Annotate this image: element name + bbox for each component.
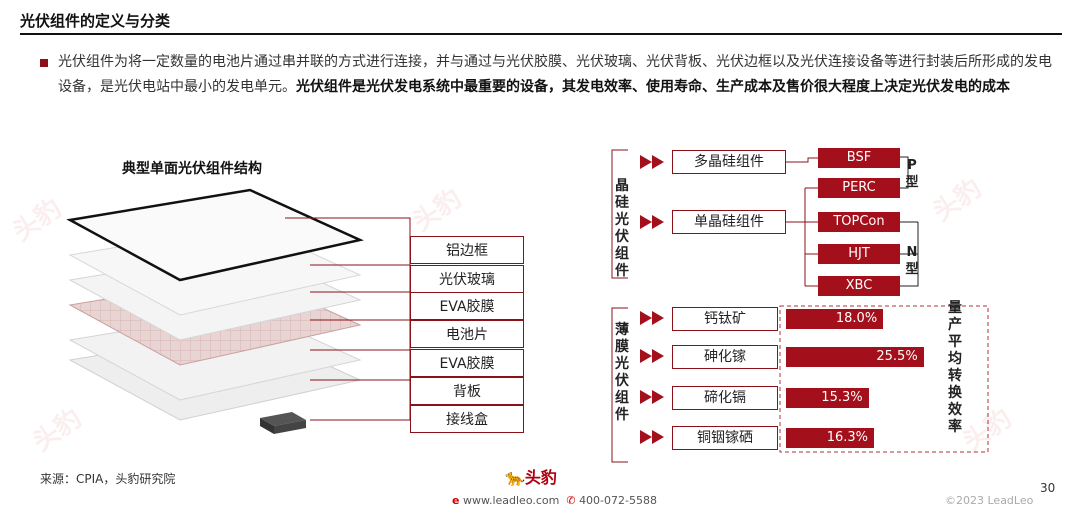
- frame-layer: [66, 188, 364, 282]
- thinfilm-name-cdte: 碲化镉: [672, 386, 778, 410]
- efficiency-value-cdte: 15.3%: [821, 390, 863, 405]
- efficiency-value-cigs: 16.3%: [826, 430, 869, 445]
- source-note: 来源：CPIA，头豹研究院: [40, 472, 176, 486]
- thinfilm-group-label: 薄膜光伏组件: [615, 322, 629, 423]
- efficiency-bar-gaas: [786, 347, 924, 367]
- phone-icon: ✆: [566, 494, 576, 507]
- efficiency-bar-cdte: [786, 388, 869, 408]
- thinfilm-name-cigs: 铜铟镓硒: [672, 426, 778, 450]
- module-structure-diagram: [66, 188, 411, 434]
- thinfilm-name-gaas: 砷化镓: [672, 345, 778, 369]
- intro-bold-text: 光伏组件是光伏发电系统中最重要的设备，其发电效率、使用寿命、生产成本及售价很大程…: [296, 79, 1010, 95]
- mono-si-module-box: 单晶硅组件: [672, 210, 786, 234]
- layer-label-backsheet: 背板: [410, 377, 524, 405]
- layer-label-eva: EVA胶膜: [410, 292, 524, 320]
- classification-connectors: [611, 149, 989, 463]
- junction-box: [260, 412, 306, 426]
- efficiency-bar-cigs: [786, 428, 875, 448]
- efficiency-label: 量产平均转换效率: [948, 300, 962, 435]
- poly-si-module-box: 多晶硅组件: [672, 150, 786, 174]
- web-icon: e: [452, 494, 460, 507]
- p-type-label: P型: [905, 158, 919, 190]
- copyright: ©2023 LeadLeo: [945, 494, 1034, 507]
- tech-topcon: TOPCon: [818, 212, 900, 232]
- layer-label-junction-box: 接线盒: [410, 405, 524, 433]
- tech-hjt: HJT: [818, 244, 900, 264]
- brand-name: 头豹: [524, 468, 557, 487]
- layer-label-frame: 铝边框: [410, 236, 524, 264]
- phone-number: 400-072-5588: [579, 494, 657, 507]
- bullet-icon: [40, 59, 48, 67]
- layer-label-glass: 光伏玻璃: [410, 265, 524, 293]
- intro-paragraph: 光伏组件为将一定数量的电池片通过串并联的方式进行连接，并与通过与光伏胶膜、光伏玻…: [58, 50, 1058, 100]
- efficiency-value-gaas: 25.5%: [876, 349, 918, 364]
- brand-logo: 🐆头豹: [505, 468, 557, 487]
- tech-bsf: BSF: [818, 148, 900, 168]
- page-title: 光伏组件的定义与分类: [20, 12, 171, 30]
- website-link[interactable]: www.leadleo.com: [462, 494, 560, 507]
- footer-contact: e www.leadleo.com ✆ 400-072-5588: [452, 494, 657, 507]
- efficiency-bar-perovskite: [786, 309, 884, 329]
- tech-xbc: XBC: [818, 276, 900, 296]
- crystal-group-label: 晶硅光伏组件: [615, 178, 629, 279]
- intro-text: 光伏组件为将一定数量的电池片通过串并联的方式进行连接，并与通过与光伏胶膜、光伏玻…: [58, 54, 1052, 95]
- thinfilm-name-perovskite: 钙钛矿: [672, 307, 778, 331]
- layer-label-cell: 电池片: [410, 320, 524, 348]
- tech-perc: PERC: [818, 178, 900, 198]
- title-divider: [20, 33, 1062, 35]
- efficiency-value-perovskite: 18.0%: [835, 311, 878, 326]
- page-number: 30: [1040, 481, 1056, 495]
- watermark: 头豹: [7, 193, 68, 248]
- n-type-label: N型: [905, 245, 919, 277]
- structure-title: 典型单面光伏组件结构: [122, 161, 262, 177]
- layer-label-eva-2: EVA胶膜: [410, 349, 524, 377]
